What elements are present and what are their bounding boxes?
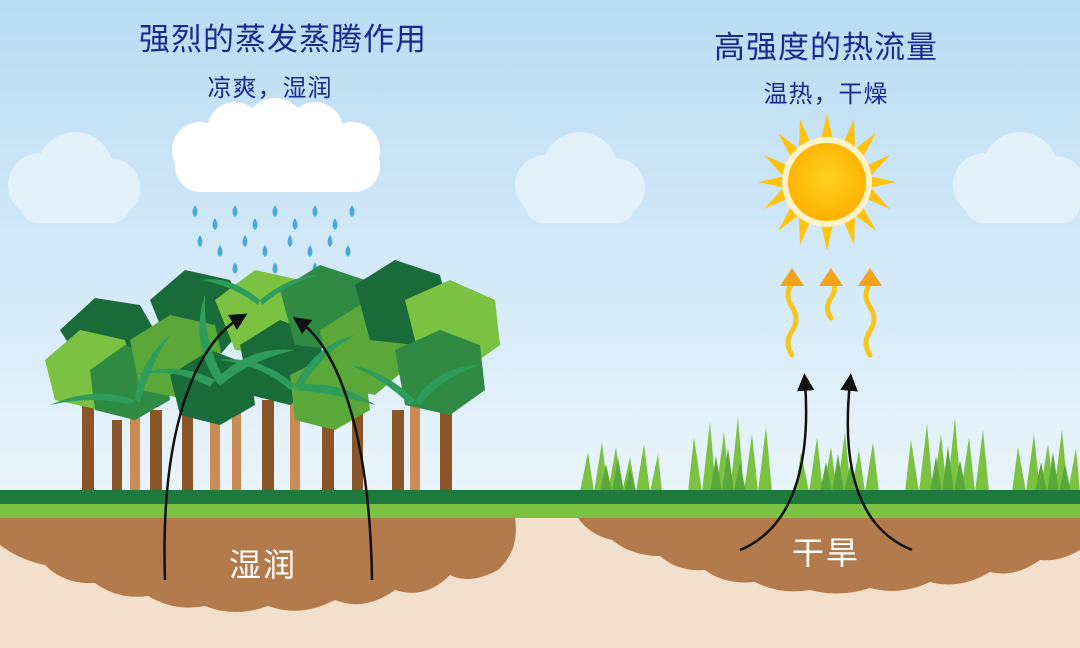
grass-icon [580,417,1080,492]
arrow-icon [739,373,815,552]
ground-grass-dark [0,490,1080,504]
heat-wave-icon [780,268,882,286]
tree-icon [82,380,452,495]
right-title: 高强度的热流量 [714,30,938,66]
ground-grass-light [0,504,1080,518]
soil-patch-moist [0,518,516,612]
grass-icon [600,446,1071,492]
cloud-icon [172,98,380,192]
soil-label-dry: 干旱 [791,534,861,572]
right-subtitle: 温热，干燥 [763,80,889,108]
cloud-icon [8,132,140,223]
left-title: 强烈的蒸发蒸腾作用 [139,22,427,58]
soil-patch-dry [578,518,1080,594]
cloud-icon [953,132,1080,223]
soil-label-moist: 湿润 [228,546,298,584]
left-subtitle: 凉爽，湿润 [207,74,333,102]
sun-icon [758,113,896,251]
rain-drop-icon [192,205,355,274]
arrow-icon [292,316,374,581]
arrow-icon [163,313,248,581]
arrow-icon [840,373,913,552]
cloud-icon [515,132,645,223]
